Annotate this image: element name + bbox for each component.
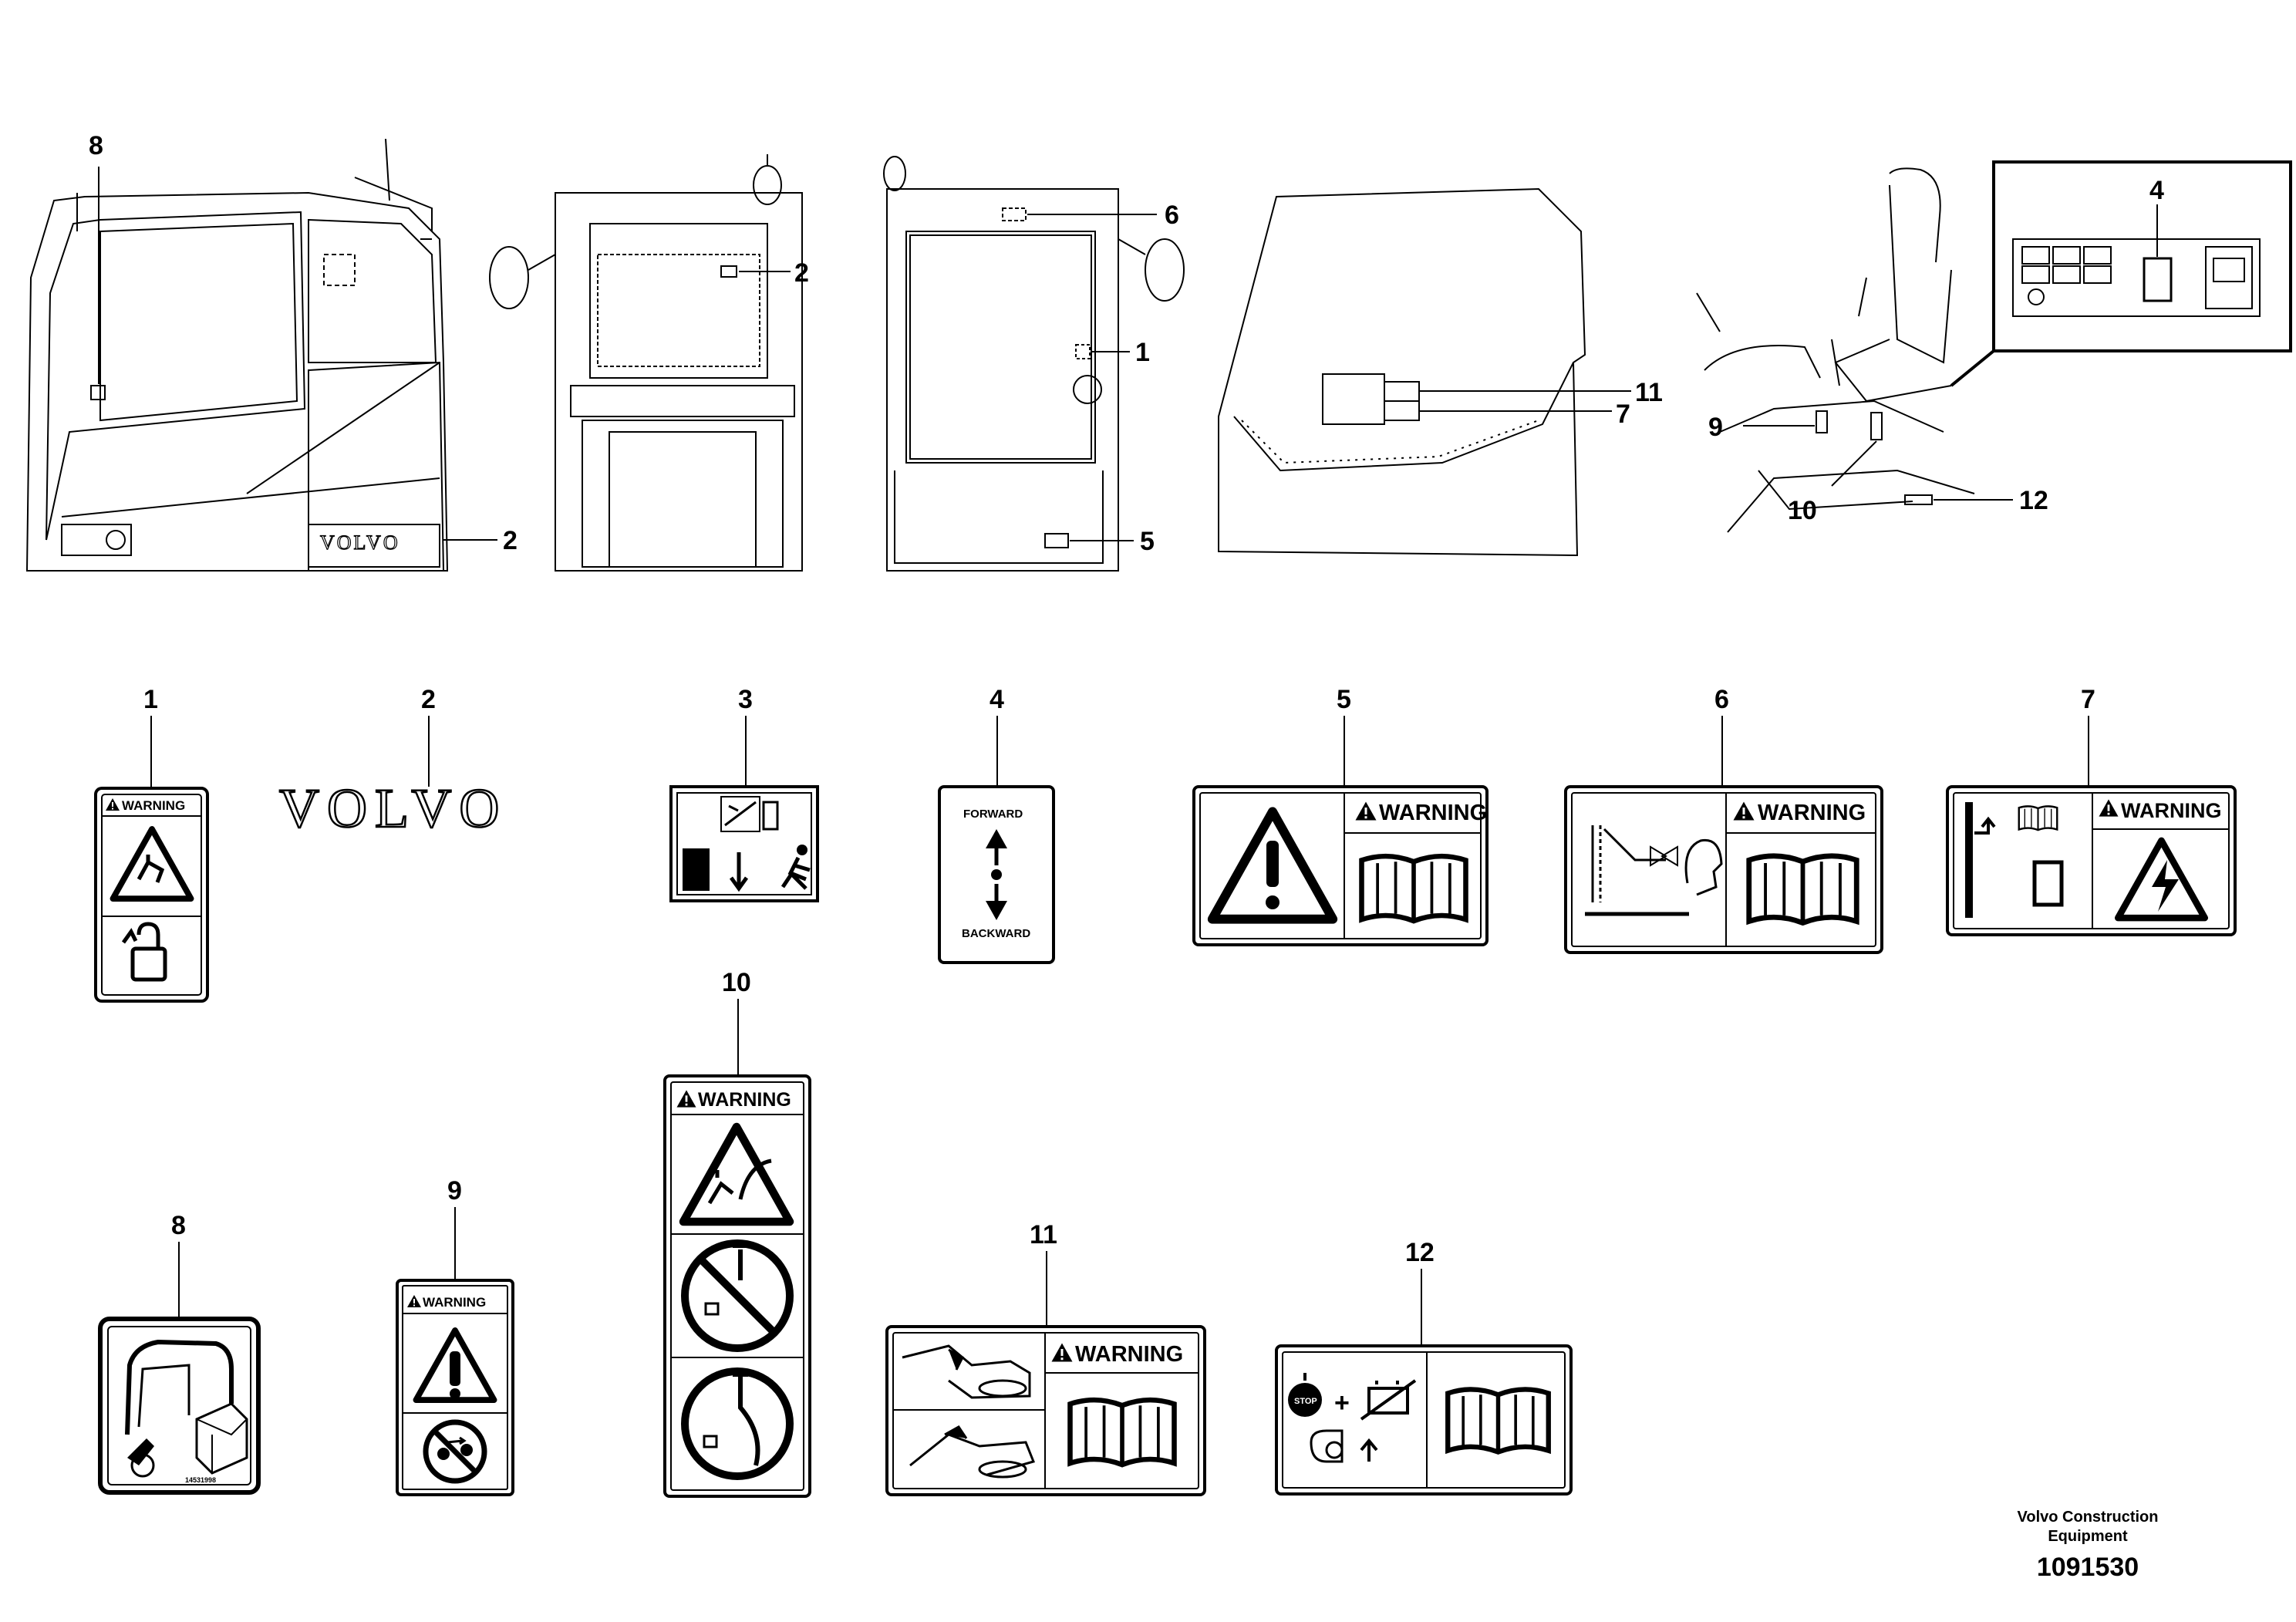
callout-10: 10 xyxy=(722,968,751,997)
decal-5: WARNING xyxy=(1192,785,1489,946)
callout-2: 2 xyxy=(421,685,436,714)
decal-4: FORWARD BACKWARD xyxy=(938,785,1055,964)
marker-12 xyxy=(1904,494,1933,505)
svg-text:WARNING: WARNING xyxy=(423,1295,486,1310)
marker-1 xyxy=(1075,344,1091,359)
callout-6: 6 xyxy=(1714,685,1729,714)
callout-12: 12 xyxy=(1405,1238,1435,1267)
callout-9: 9 xyxy=(447,1176,462,1206)
svg-text:VOLVO: VOLVO xyxy=(320,531,400,554)
svg-text:WARNING: WARNING xyxy=(1075,1342,1183,1367)
svg-text:WARNING: WARNING xyxy=(122,798,185,813)
svg-text:BACKWARD: BACKWARD xyxy=(962,927,1030,940)
book-icon xyxy=(1070,1400,1175,1465)
marker-10 xyxy=(1870,412,1883,440)
decal-6: WARNING xyxy=(1564,785,1883,954)
callout-8-top: 8 xyxy=(89,131,103,160)
svg-text:+: + xyxy=(1334,1388,1350,1418)
drawing-number: 1091530 xyxy=(2036,1553,2139,1582)
callout-9-top: 9 xyxy=(1708,413,1723,442)
callout-5: 5 xyxy=(1337,685,1351,714)
zone-11-7 xyxy=(1322,373,1385,425)
book-icon xyxy=(1362,856,1466,921)
decal-12: STOP + xyxy=(1275,1344,1573,1496)
callout-1-top: 1 xyxy=(1135,338,1150,367)
callout-6-top: 6 xyxy=(1165,201,1179,230)
view-cab-side xyxy=(25,138,449,572)
svg-text:FORWARD: FORWARD xyxy=(963,808,1023,821)
book-icon xyxy=(1749,856,1857,923)
decal-7: WARNING xyxy=(1946,785,2237,936)
arrow-updown-icon xyxy=(986,829,1007,920)
callout-10-top: 10 xyxy=(1788,496,1817,525)
volvo-badge-on-cab: VOLVO xyxy=(308,524,440,568)
book-icon xyxy=(2018,805,2058,831)
callout-5-top: 5 xyxy=(1140,527,1155,556)
unlock-icon xyxy=(121,922,167,982)
book-icon xyxy=(1448,1389,1549,1452)
marker-9 xyxy=(1816,410,1828,433)
decal-2-volvo-wordmark: VOLVO xyxy=(279,777,507,839)
marker-2-front xyxy=(720,265,737,278)
marker-11 xyxy=(1384,381,1420,402)
marker-8 xyxy=(90,385,106,400)
callout-7: 7 xyxy=(2081,685,2095,714)
callout-2-front: 2 xyxy=(794,258,809,288)
inset-switch-panel: 4 xyxy=(1950,160,2292,387)
company-name-line2: Equipment xyxy=(2048,1528,2128,1545)
view-operator-seat xyxy=(1696,167,1975,533)
decal-8: 14531998 xyxy=(98,1317,261,1495)
callout-4: 4 xyxy=(990,685,1004,714)
lightning-icon xyxy=(2152,860,2179,912)
decal-1: WARNING xyxy=(94,787,209,1003)
callout-7-top: 7 xyxy=(1616,400,1630,429)
callout-2-side: 2 xyxy=(503,526,518,555)
decal-11: WARNING xyxy=(885,1325,1206,1496)
decal-3 xyxy=(669,785,819,902)
svg-text:WARNING: WARNING xyxy=(1758,801,1866,825)
marker-5 xyxy=(1044,533,1069,548)
svg-text:STOP: STOP xyxy=(1294,1397,1317,1406)
lever-circle-icon xyxy=(681,1367,794,1480)
view-cab-rear xyxy=(883,156,1185,572)
no-symbol-icon xyxy=(423,1419,487,1484)
svg-text:WARNING: WARNING xyxy=(698,1089,791,1111)
decal-9: WARNING xyxy=(396,1279,514,1496)
callout-11-top: 11 xyxy=(1635,378,1663,407)
callout-3: 3 xyxy=(738,685,753,714)
callout-11: 11 xyxy=(1030,1220,1057,1249)
callout-1: 1 xyxy=(143,685,158,714)
no-symbol-icon xyxy=(681,1239,794,1352)
callout-4-inset: 4 xyxy=(2149,176,2164,205)
view-cab-front xyxy=(489,154,803,572)
svg-text:14531998: 14531998 xyxy=(185,1476,216,1484)
view-cab-panel xyxy=(1218,187,1586,557)
title-block: Volvo Construction Equipment 1091530 xyxy=(1964,1508,2211,1583)
company-name-line1: Volvo Construction xyxy=(2017,1509,2159,1526)
callout-12-top: 12 xyxy=(2019,486,2048,515)
svg-text:WARNING: WARNING xyxy=(2121,799,2222,822)
marker-7 xyxy=(1384,400,1420,421)
decal-10: WARNING xyxy=(663,1074,811,1498)
marker-6 xyxy=(1002,207,1027,221)
svg-text:WARNING: WARNING xyxy=(1379,801,1487,825)
callout-8: 8 xyxy=(171,1211,186,1240)
